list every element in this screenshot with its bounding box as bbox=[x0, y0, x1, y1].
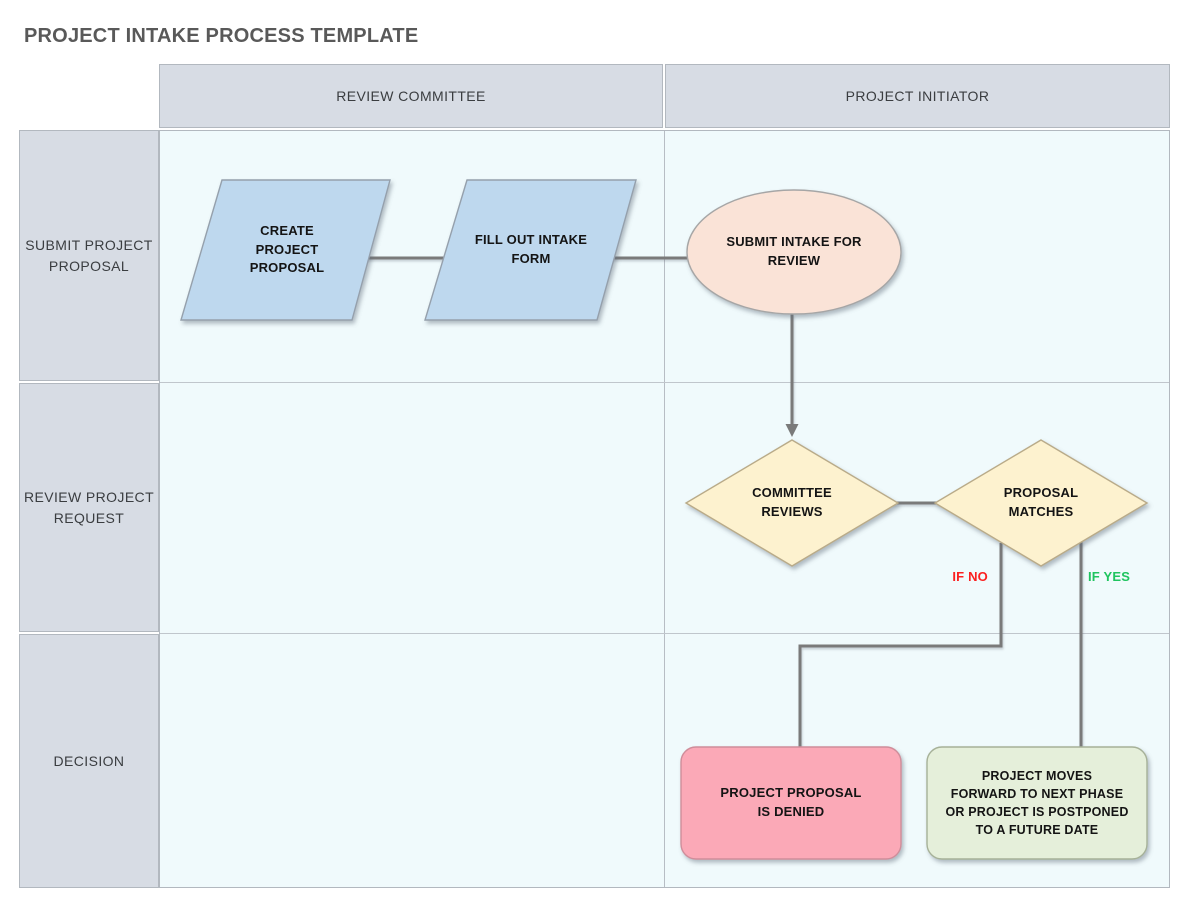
row-header-decision: DECISION bbox=[19, 634, 159, 888]
project-moves-forward-label: PROJECT MOVES FORWARD TO NEXT PHASE OR P… bbox=[945, 768, 1129, 838]
project-proposal-denied-label: PROJECT PROPOSAL IS DENIED bbox=[720, 785, 862, 819]
lane-column-divider bbox=[664, 131, 665, 887]
if-no-label: IF NO bbox=[952, 569, 988, 584]
column-header-review-committee: REVIEW COMMITTEE bbox=[159, 64, 663, 128]
page-title: PROJECT INTAKE PROCESS TEMPLATE bbox=[24, 25, 419, 47]
if-yes-label: IF YES bbox=[1088, 569, 1131, 584]
lane-row-divider-1 bbox=[160, 382, 1169, 383]
lane-row-divider-2 bbox=[160, 633, 1169, 634]
create-project-proposal-label: CREATE PROJECT PROPOSAL bbox=[249, 222, 325, 276]
row-header-submit-project-proposal: SUBMIT PROJECT PROPOSAL bbox=[19, 130, 159, 381]
row-header-review-project-request: REVIEW PROJECT REQUEST bbox=[19, 383, 159, 632]
submit-intake-for-review-label: SUBMIT INTAKE FOR REVIEW bbox=[726, 234, 862, 268]
committee-reviews-label: COMMITTEE REVIEWS bbox=[752, 485, 832, 519]
column-header-project-initiator: PROJECT INITIATOR bbox=[665, 64, 1170, 128]
fill-out-intake-form-label: FILL OUT INTAKE FORM bbox=[474, 232, 588, 266]
proposal-matches-label: PROPOSAL MATCHES bbox=[1003, 485, 1079, 519]
